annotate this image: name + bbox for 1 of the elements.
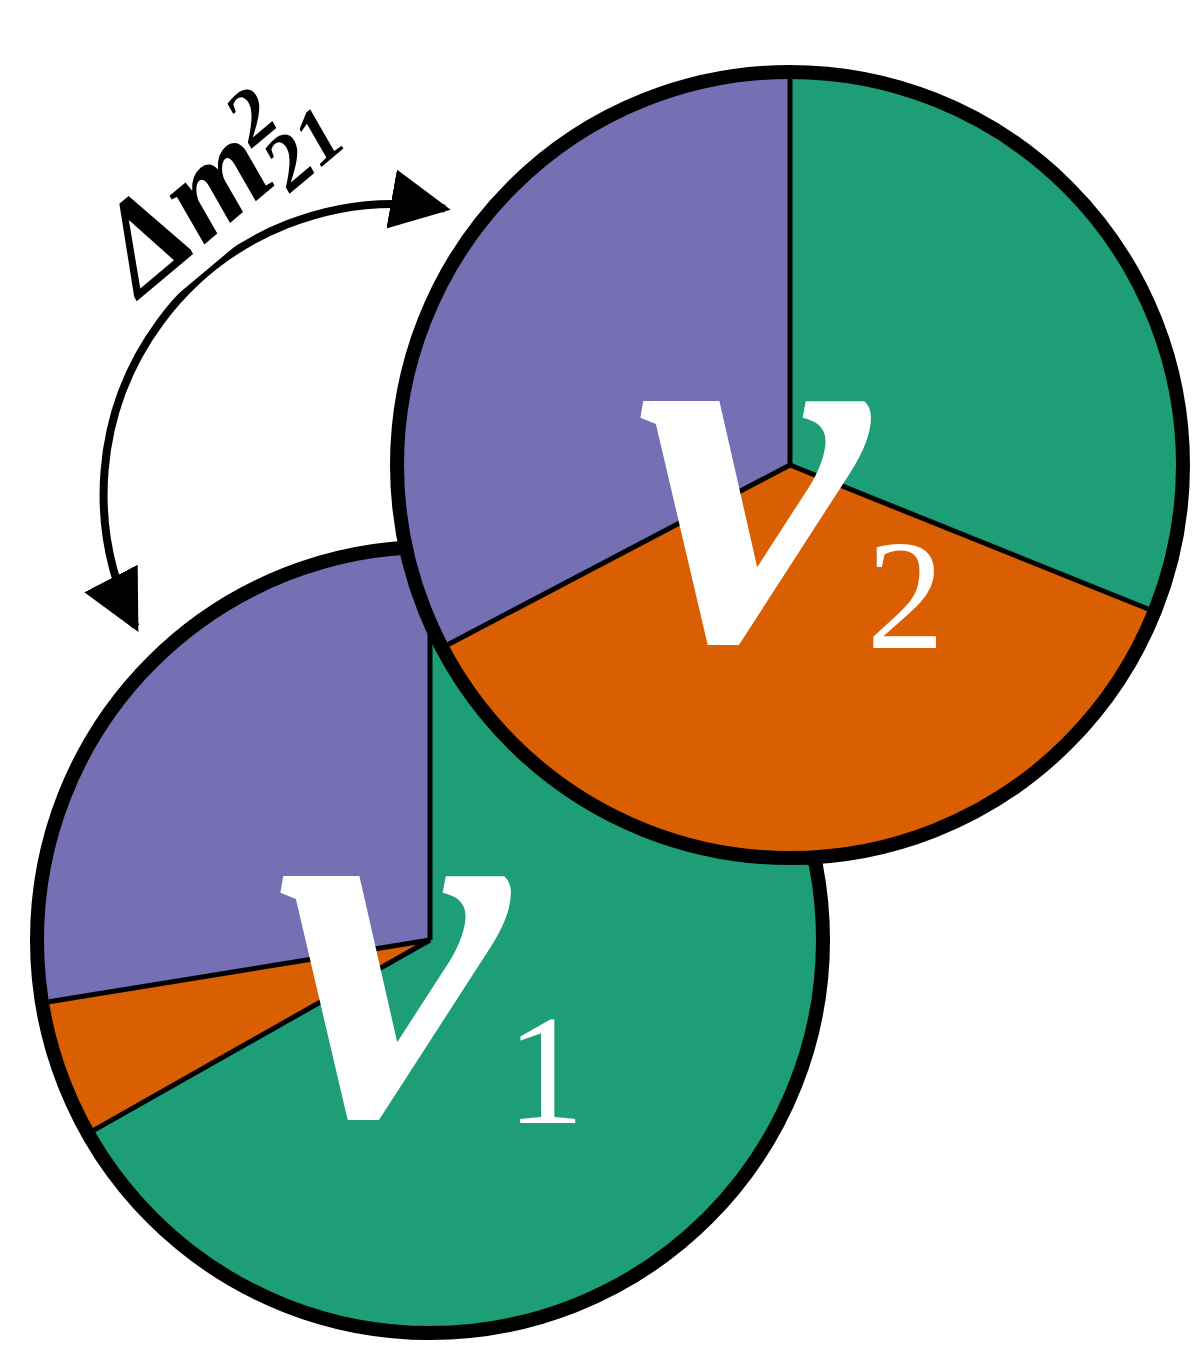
double-arrow [86, 172, 451, 633]
